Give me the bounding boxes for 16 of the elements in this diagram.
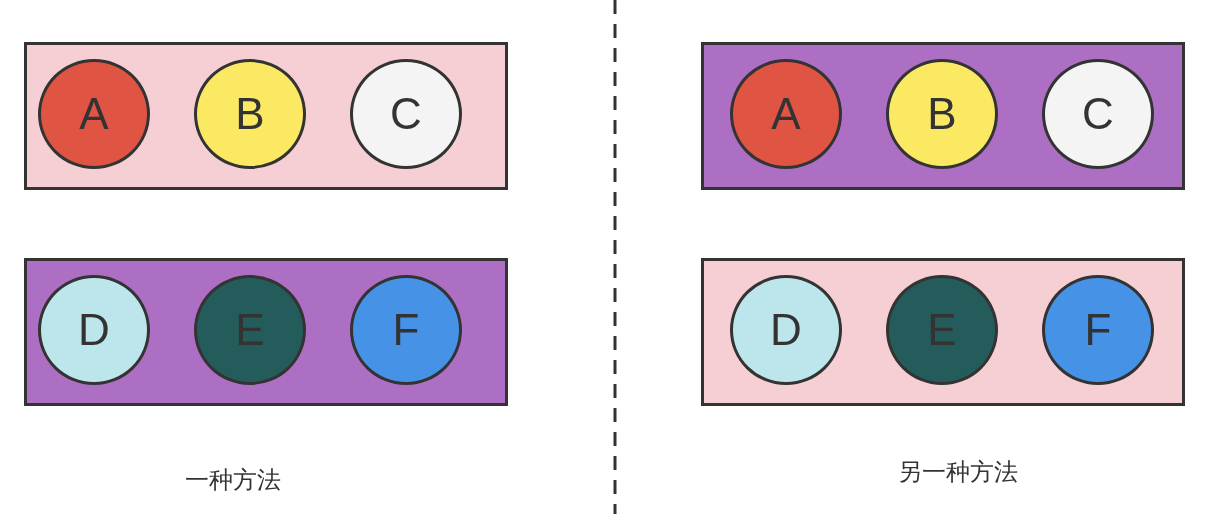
letter-circle: A xyxy=(38,59,150,169)
letter-circle: A xyxy=(730,59,842,169)
letter-circle: C xyxy=(350,59,462,169)
letter-circle: C xyxy=(1042,59,1154,169)
letter-circle: F xyxy=(350,275,462,385)
group-box xyxy=(701,42,1185,190)
letter-circle: B xyxy=(886,59,998,169)
letter-circle: D xyxy=(730,275,842,385)
caption: 一种方法 xyxy=(185,465,281,496)
group-box xyxy=(701,258,1185,406)
letter-circle: F xyxy=(1042,275,1154,385)
group-box xyxy=(24,258,508,406)
letter-circle: D xyxy=(38,275,150,385)
letter-circle: B xyxy=(194,59,306,169)
caption: 另一种方法 xyxy=(898,457,1018,488)
group-box xyxy=(24,42,508,190)
